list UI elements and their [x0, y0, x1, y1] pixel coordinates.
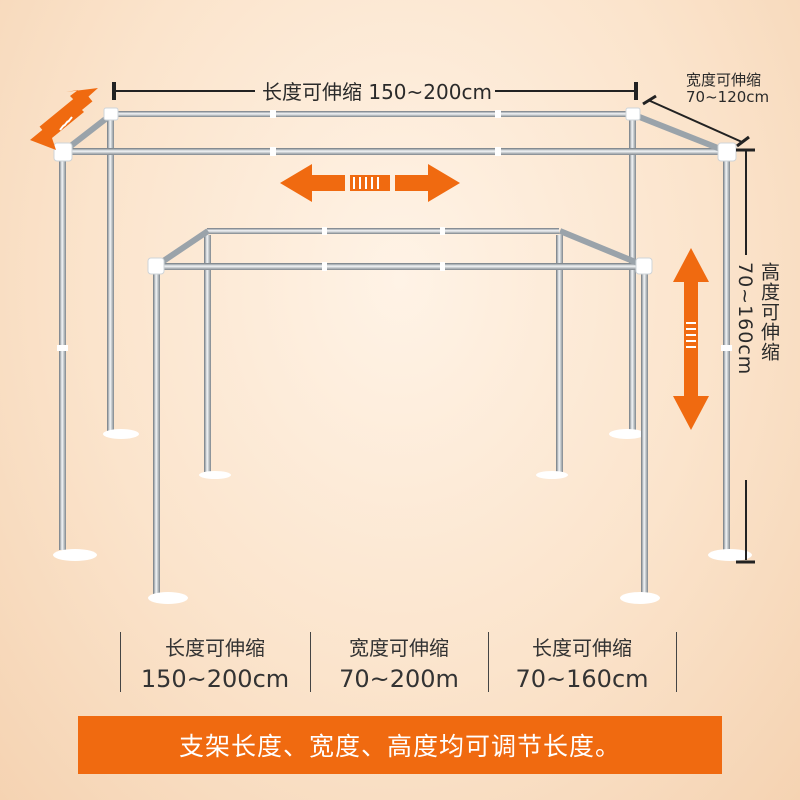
width-dimension-label: 宽度可伸缩 70~120cm: [686, 72, 769, 106]
vertical-height-arrow: [673, 248, 709, 430]
spec-length: 长度可伸缩 150~200cm: [125, 632, 305, 693]
small-frame: [147, 227, 660, 604]
spec-title: 长度可伸缩: [165, 636, 265, 660]
large-frame: [53, 107, 752, 561]
spec-title: 宽度可伸缩: [349, 636, 449, 660]
spec-height: 长度可伸缩 70~160cm: [491, 632, 673, 693]
width-label-line1: 宽度可伸缩: [686, 71, 762, 89]
length-dimension-line: [112, 82, 638, 100]
diagonal-width-arrow: [30, 88, 98, 150]
spec-width: 宽度可伸缩 70~200m: [313, 632, 485, 693]
width-dimension-line: [642, 94, 750, 148]
spec-divider: [676, 632, 677, 692]
length-dimension-label: 长度可伸缩 150~200cm: [262, 80, 492, 104]
spec-title: 长度可伸缩: [532, 636, 632, 660]
spec-divider: [488, 632, 489, 692]
feature-banner: 支架长度、宽度、高度均可调节长度。: [78, 716, 722, 774]
width-label-line2: 70~120cm: [686, 88, 770, 106]
height-dimension-line: [736, 148, 755, 564]
spec-divider: [310, 632, 311, 692]
spec-value: 70~200m: [339, 665, 459, 693]
spec-value: 70~160cm: [515, 665, 649, 693]
spec-divider: [120, 632, 121, 692]
spec-value: 150~200cm: [140, 665, 290, 693]
horizontal-length-arrow: [280, 164, 460, 202]
height-dimension-label: 高度可伸缩 70~160cm: [734, 262, 780, 376]
